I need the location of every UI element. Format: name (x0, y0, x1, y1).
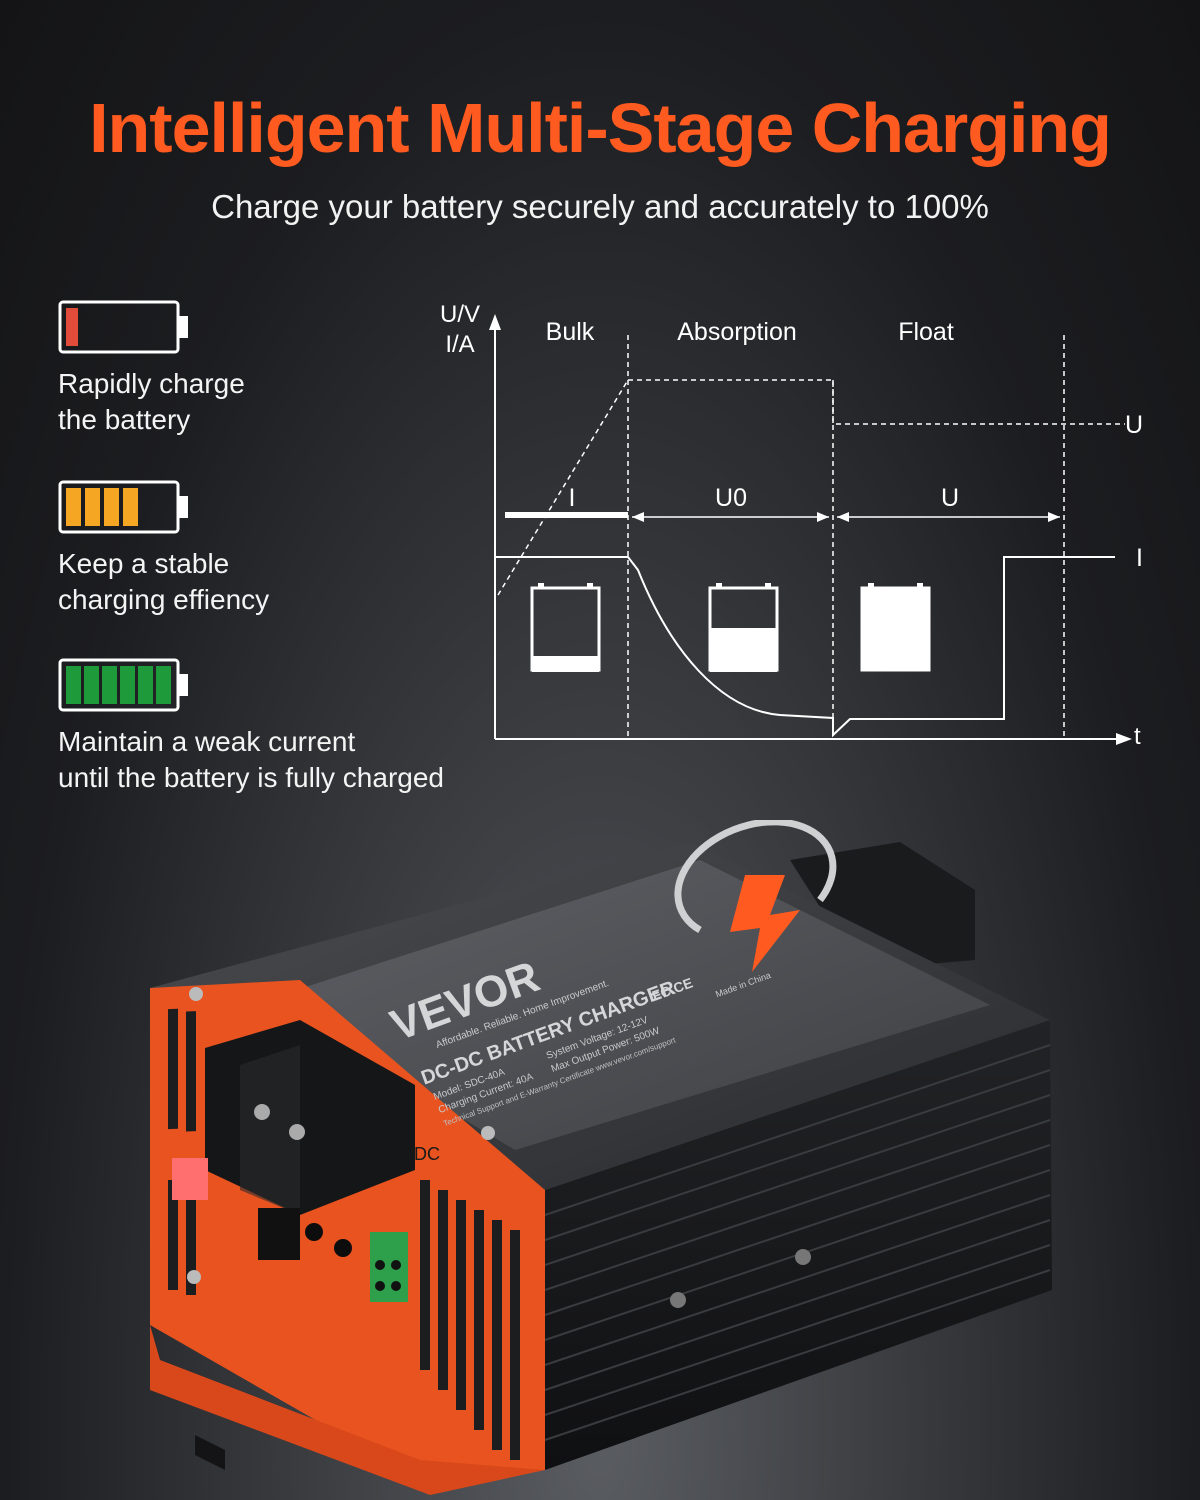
battery-charged-icon (860, 583, 931, 672)
current-curve (495, 556, 1115, 738)
stage-float: Maintain a weak current until the batter… (58, 658, 498, 796)
phase-separators (497, 335, 1125, 739)
port-dc-label: DC (414, 1144, 440, 1164)
battery-half-icon (708, 583, 779, 672)
battery-empty-icon (530, 583, 601, 672)
range-arrow-heads (632, 512, 1060, 522)
side-screw-2 (795, 1249, 811, 1265)
phase-bulk-label: Bulk (546, 318, 595, 346)
subheadline: Charge your battery securely and accurat… (211, 188, 989, 225)
status-led-1 (305, 1223, 323, 1241)
battery-low-icon (58, 300, 188, 354)
terminal-bolt-2 (289, 1124, 305, 1140)
stage-absorption: Keep a stable charging effiency (58, 480, 498, 618)
y-axis-label-top: U/V (440, 301, 480, 328)
charging-curve-diagram: U/V I/A t Bulk Absorption Float U I U0 U… (440, 301, 1143, 750)
stage-absorption-text: Keep a stable charging effiency (58, 546, 498, 618)
communication-port[interactable] (258, 1208, 300, 1260)
mounting-foot (150, 1325, 545, 1495)
dc-dc-charger-product: DC VEVOR Affordable. Reliable. Home Impr… (150, 820, 1052, 1495)
dip-switch[interactable] (172, 1158, 208, 1200)
x-axis-label: t (1134, 723, 1141, 750)
status-led-2 (334, 1239, 352, 1257)
heatsink-fins (544, 1044, 1051, 1441)
battery-medium-icon (58, 480, 188, 534)
phase-absorption-label: Absorption (677, 318, 797, 346)
absorption-u0-label: U0 (715, 484, 747, 512)
y-axis-arrow-icon (489, 314, 501, 330)
rear-terminal-block (790, 842, 975, 970)
side-screw-1 (670, 1292, 686, 1308)
front-screw-3 (187, 1270, 201, 1284)
stage-absorption-line1: Keep a stable (58, 548, 230, 579)
stage-absorption-line2: charging effiency (58, 584, 270, 615)
float-u-label: U (941, 484, 959, 512)
mounting-slot (195, 1435, 225, 1470)
stage-bulk-line1: Rapidly charge (58, 368, 245, 399)
front-screw-1 (189, 987, 203, 1001)
current-i-label: I (1136, 544, 1143, 572)
terminal-bolt-1 (254, 1104, 270, 1120)
x-axis-arrow-icon (1116, 733, 1132, 745)
front-screw-2 (481, 1126, 495, 1140)
headline: Intelligent Multi-Stage Charging (89, 89, 1112, 167)
y-axis-label-bottom: I/A (445, 331, 474, 358)
stage-float-line2: until the battery is fully charged (58, 762, 444, 793)
stage-float-line1: Maintain a weak current (58, 726, 356, 757)
stage-bulk-text: Rapidly charge the battery (58, 366, 498, 438)
phase-float-label: Float (898, 318, 954, 346)
lightning-power-icon (674, 820, 837, 972)
front-vent-slots (168, 1008, 520, 1460)
stage-float-text: Maintain a weak current until the batter… (58, 724, 498, 796)
stage-bulk: Rapidly charge the battery (58, 300, 498, 438)
voltage-u-label: U (1125, 411, 1143, 439)
bulk-current-label: I (569, 484, 576, 512)
housing-side-heatsink (545, 1020, 1052, 1470)
product-label-plate (265, 860, 990, 1150)
battery-full-icon (58, 658, 188, 712)
stage-bulk-line2: the battery (58, 404, 191, 435)
